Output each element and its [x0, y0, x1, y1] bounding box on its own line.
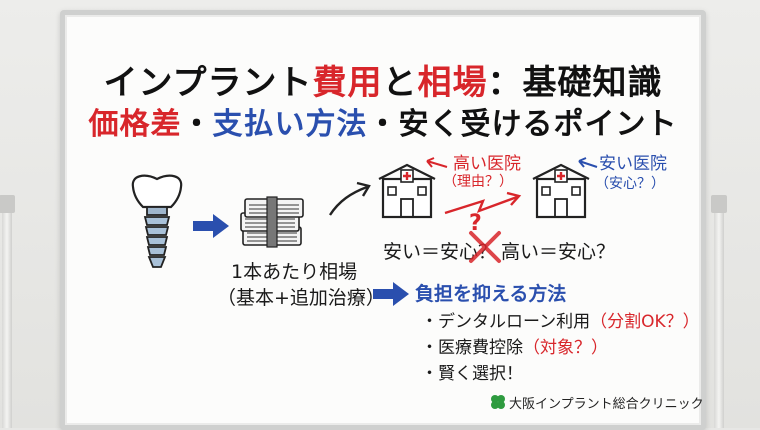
cost-label: 1本あたり相場: [231, 261, 358, 283]
title-seg: 相場: [417, 63, 488, 103]
comparison-left: 安い＝安心？: [383, 241, 498, 263]
high-clinic-sub: （理由？）: [443, 174, 513, 190]
title-seg: と: [382, 63, 418, 103]
stand-leg-right: [714, 200, 724, 428]
title-line-1: インプラント費用と相場：基礎知識: [65, 55, 701, 104]
cross-mark-icon: [469, 231, 501, 263]
zigzag-arrow-icon: [444, 191, 522, 215]
arrow-left-icon: [426, 157, 448, 168]
whiteboard: インプラント費用と相場：基礎知識 価格差・支払い方法・安く受けるポイント 1本あ…: [60, 10, 706, 430]
title-seg: 費用: [312, 63, 383, 103]
title-seg: インプラント: [103, 63, 313, 103]
methods-heading: 負担を抑える方法: [415, 283, 567, 305]
list-item: ・デンタルローン利用（分割OK？）: [421, 307, 700, 332]
method-text: ・デンタルローン利用: [421, 312, 591, 332]
arrow-right-icon: [373, 282, 409, 306]
stand-knob-right: [711, 195, 727, 213]
arrow-right-icon: [193, 214, 229, 238]
money-stack-icon: [240, 196, 304, 248]
method-text: ・医療費控除: [421, 338, 523, 358]
arrow-right-icon: [328, 181, 371, 216]
title-seg: 価格差: [88, 107, 182, 142]
title-seg: 支払い方法: [212, 107, 368, 142]
method-text: ・賢く選択！: [421, 364, 523, 384]
title-seg: ：基礎知識: [487, 63, 663, 103]
clover-logo-icon: [491, 395, 505, 409]
high-clinic-label: 高い医院: [453, 154, 521, 174]
title-seg: ・: [181, 107, 213, 142]
title-line-2: 価格差・支払い方法・安く受けるポイント: [65, 99, 701, 143]
method-note: （対象？）: [523, 338, 608, 358]
question-mark: ?: [469, 211, 482, 236]
list-item: ・賢く選択！: [421, 359, 523, 384]
stand-leg-left: [2, 200, 12, 428]
low-clinic-label: 安い医院: [599, 154, 667, 174]
cost-sublabel: （基本+追加治療）: [217, 287, 385, 309]
arrow-left-icon: [578, 157, 598, 168]
stand-knob-left: [0, 195, 15, 213]
comparison-right: 高い＝安心？: [501, 241, 616, 263]
brand-name: 大阪インプラント総合クリニック: [509, 397, 704, 412]
method-note: （分割OK？）: [590, 312, 700, 332]
list-item: ・医療費控除（対象？）: [421, 333, 608, 358]
low-clinic-sub: （安心？）: [595, 176, 665, 192]
clinic-building-icon: [378, 163, 436, 219]
title-seg: ・安く受けるポイント: [367, 107, 678, 142]
tooth-implant-icon: [131, 174, 183, 268]
clinic-building-icon: [532, 163, 590, 219]
